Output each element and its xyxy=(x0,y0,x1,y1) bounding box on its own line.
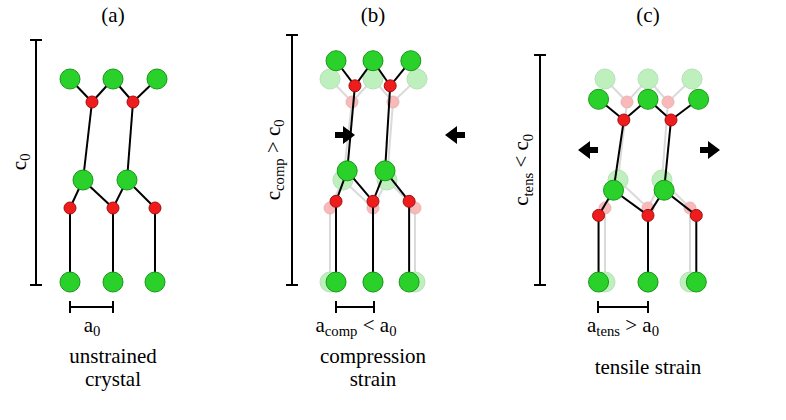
green-atom xyxy=(638,272,658,292)
bond-line xyxy=(69,208,71,282)
green-atom xyxy=(326,51,346,71)
green-atom xyxy=(326,272,346,292)
dimension-label: ctens < c0 xyxy=(510,134,536,206)
bond-line xyxy=(335,201,337,282)
bond-line xyxy=(372,201,374,282)
bond-line xyxy=(127,102,133,180)
bond-line xyxy=(604,208,606,282)
red-atom xyxy=(618,114,630,126)
dimension-bar xyxy=(70,301,113,313)
green-atom xyxy=(337,161,357,181)
green-atom xyxy=(589,89,609,109)
green-atom xyxy=(638,89,658,109)
green-atom xyxy=(654,180,674,200)
red-atom xyxy=(64,202,76,214)
green-atom xyxy=(407,69,427,89)
bond-line xyxy=(83,102,92,180)
bond-line xyxy=(329,208,331,282)
green-atom xyxy=(145,272,165,292)
bond-line xyxy=(112,208,114,282)
red-atom xyxy=(127,96,139,108)
crystal-lattice xyxy=(60,69,167,292)
green-atom xyxy=(589,272,609,292)
ghost-lattice xyxy=(320,69,427,292)
green-atom xyxy=(604,180,624,200)
green-atom xyxy=(147,69,167,89)
red-atom xyxy=(621,96,633,108)
force-arrow xyxy=(700,141,720,159)
bond-line xyxy=(347,86,355,171)
dimension-bar xyxy=(30,40,42,285)
green-atom xyxy=(363,272,383,292)
bond-line xyxy=(664,120,671,190)
green-atom xyxy=(638,69,658,89)
bond-line xyxy=(614,120,624,190)
dimension-label: atens > a0 xyxy=(587,314,659,340)
green-atom xyxy=(401,51,421,71)
panel-letter: (c) xyxy=(636,4,659,27)
panel-caption: compression strain xyxy=(303,345,443,391)
red-atom xyxy=(330,195,342,207)
red-atom xyxy=(346,96,358,108)
red-atom xyxy=(690,209,702,221)
green-atom xyxy=(686,272,706,292)
green-atom xyxy=(320,69,340,89)
panel-letter: (a) xyxy=(101,4,124,27)
bond-line xyxy=(408,201,410,282)
red-atom xyxy=(107,202,119,214)
green-atom xyxy=(60,272,80,292)
green-atom xyxy=(363,51,383,71)
green-atom xyxy=(103,69,123,89)
green-atom xyxy=(117,170,137,190)
bond-line xyxy=(154,208,156,282)
red-atom xyxy=(642,209,654,221)
green-atom xyxy=(60,69,80,89)
dimension-bar xyxy=(286,35,298,285)
ghost-lattice xyxy=(595,69,702,292)
green-atom xyxy=(638,272,658,292)
green-atom xyxy=(689,89,709,109)
dimension-label: acomp < a0 xyxy=(316,314,397,340)
panel-caption: unstrained crystal xyxy=(48,345,178,391)
dimension-label: a0 xyxy=(84,314,101,340)
bond-line xyxy=(414,208,416,282)
dimension-bar xyxy=(598,301,648,313)
force-arrow xyxy=(578,141,598,159)
green-atom xyxy=(375,161,395,181)
panel-caption: tensile strain xyxy=(588,356,708,379)
red-atom xyxy=(149,202,161,214)
green-atom xyxy=(73,170,93,190)
red-atom xyxy=(384,80,396,92)
green-atom xyxy=(595,69,615,89)
red-atom xyxy=(349,80,361,92)
force-arrow xyxy=(445,126,465,144)
red-atom xyxy=(665,114,677,126)
panel-letter: (b) xyxy=(361,4,386,27)
crystal-lattice xyxy=(589,89,709,292)
green-atom xyxy=(103,272,123,292)
red-atom xyxy=(593,209,605,221)
crystal-lattice xyxy=(326,51,421,292)
force-arrow xyxy=(335,126,355,144)
red-atom xyxy=(662,96,674,108)
bond-line xyxy=(689,208,691,282)
dimension-label: ccomp > c0 xyxy=(261,120,287,201)
dimension-bar xyxy=(534,55,546,285)
red-atom xyxy=(403,195,415,207)
red-atom xyxy=(367,195,379,207)
dimension-label: c0 xyxy=(7,154,33,171)
green-atom xyxy=(363,272,383,292)
green-atom xyxy=(399,272,419,292)
green-atom xyxy=(682,69,702,89)
bond-line xyxy=(385,86,390,171)
dimension-bar xyxy=(336,301,374,313)
red-atom xyxy=(86,96,98,108)
